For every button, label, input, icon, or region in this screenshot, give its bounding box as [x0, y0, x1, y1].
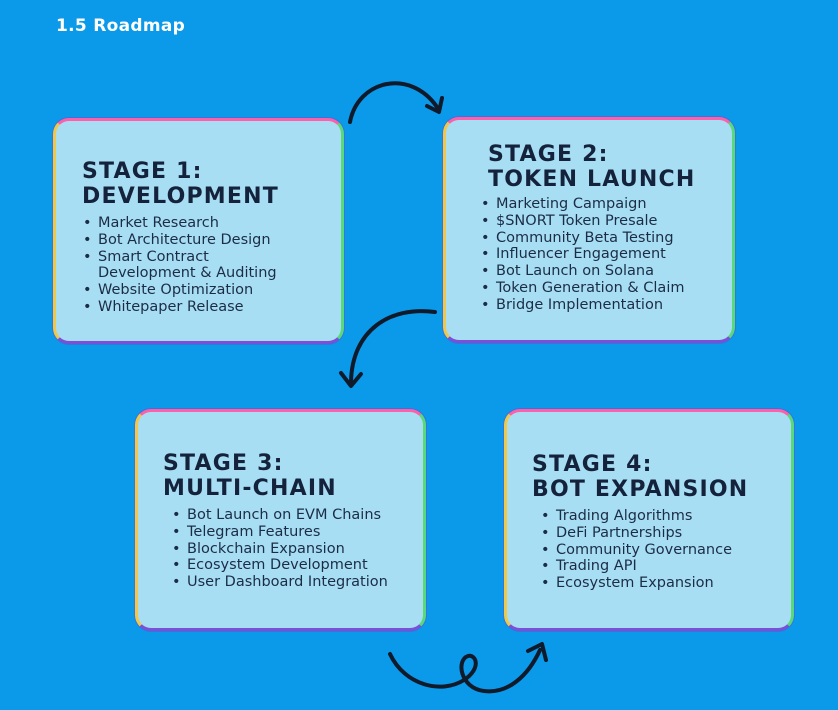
- stage-1-title: STAGE 1: DEVELOPMENT: [82, 159, 341, 209]
- stage-1-item: Website Optimization: [82, 282, 341, 299]
- stage-1-item: Whitepaper Release: [82, 299, 341, 316]
- stage-3-item: Telegram Features: [171, 524, 423, 541]
- stage-2-title-line2: TOKEN LAUNCH: [488, 167, 696, 192]
- stage-2-item: Bot Launch on Solana: [480, 263, 732, 280]
- stage-2-title: STAGE 2: TOKEN LAUNCH: [488, 142, 732, 192]
- stage-3-item: Blockchain Expansion: [171, 541, 423, 558]
- stage-4-item: Community Governance: [540, 542, 791, 559]
- stage-2-item: Marketing Campaign: [480, 196, 732, 213]
- stage-3-title-line1: STAGE 3:: [163, 451, 284, 476]
- stage-2-item: Bridge Implementation: [480, 297, 732, 314]
- stage-1-item: Smart Contract Development & Auditing: [82, 249, 288, 283]
- stage-4-title-line1: STAGE 4:: [532, 452, 653, 477]
- stage-3-item: Ecosystem Development: [171, 557, 423, 574]
- stage-2-title-line1: STAGE 2:: [488, 142, 609, 167]
- stage-4-title-line2: BOT EXPANSION: [532, 477, 749, 502]
- stage-2-list: Marketing Campaign $SNORT Token Presale …: [480, 196, 732, 314]
- stage-3-title-line2: MULTI-CHAIN: [163, 476, 337, 501]
- stage-4-item: DeFi Partnerships: [540, 525, 791, 542]
- stage-3-list: Bot Launch on EVM Chains Telegram Featur…: [171, 507, 423, 591]
- stage-4-item: Trading Algorithms: [540, 508, 791, 525]
- stage-2-item: Community Beta Testing: [480, 230, 732, 247]
- stage-2-item: Influencer Engagement: [480, 246, 732, 263]
- arrow-stage2-to-stage3-icon: [339, 309, 437, 388]
- stage-1-title-line2: DEVELOPMENT: [82, 184, 279, 209]
- page-title: 1.5 Roadmap: [56, 16, 186, 36]
- stage-2-item: Token Generation & Claim: [480, 280, 732, 297]
- stage-3-card: STAGE 3: MULTI-CHAIN Bot Launch on EVM C…: [135, 409, 426, 631]
- stage-2-card: STAGE 2: TOKEN LAUNCH Marketing Campaign…: [443, 117, 735, 343]
- arrow-stage1-to-stage2-icon: [348, 81, 444, 124]
- stage-3-item: User Dashboard Integration: [171, 574, 423, 591]
- arrow-stage3-to-stage4-icon: [388, 642, 548, 694]
- stage-3-title: STAGE 3: MULTI-CHAIN: [163, 451, 423, 501]
- stage-4-item: Trading API: [540, 558, 791, 575]
- stage-4-item: Ecosystem Expansion: [540, 575, 791, 592]
- stage-1-item: Market Research: [82, 215, 341, 232]
- stage-2-item: $SNORT Token Presale: [480, 213, 732, 230]
- stage-4-list: Trading Algorithms DeFi Partnerships Com…: [540, 508, 791, 592]
- stage-4-card: STAGE 4: BOT EXPANSION Trading Algorithm…: [504, 409, 794, 631]
- stage-3-item: Bot Launch on EVM Chains: [171, 507, 423, 524]
- stage-4-title: STAGE 4: BOT EXPANSION: [532, 452, 791, 502]
- stage-1-title-line1: STAGE 1:: [82, 159, 203, 184]
- stage-1-item: Bot Architecture Design: [82, 232, 341, 249]
- stage-1-card: STAGE 1: DEVELOPMENT Market Research Bot…: [53, 118, 344, 344]
- stage-1-list: Market Research Bot Architecture Design …: [82, 215, 341, 316]
